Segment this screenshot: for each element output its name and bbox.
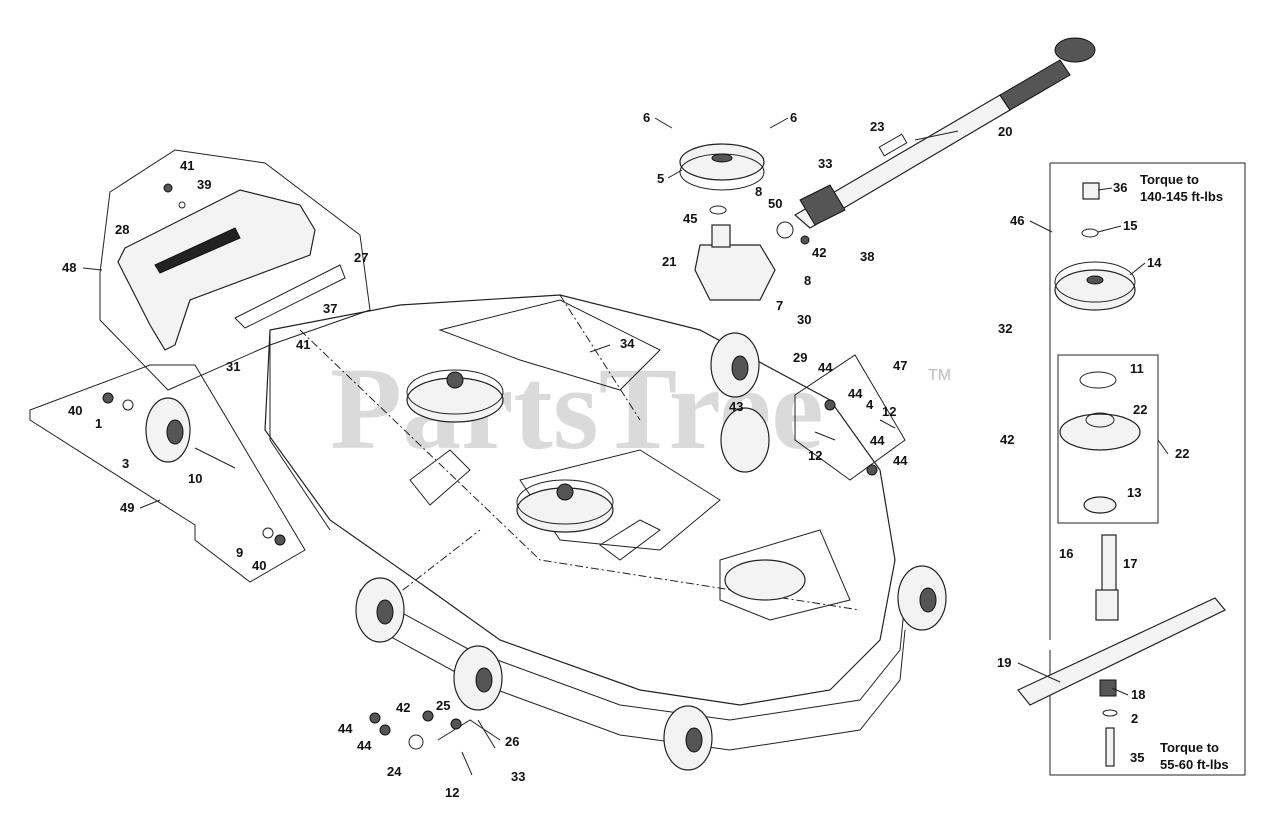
callout-label: 46	[1010, 213, 1024, 228]
callout-label: 14	[1147, 255, 1162, 270]
gauge-wheel-kit	[29, 364, 306, 583]
callout-label: 44	[870, 433, 885, 448]
wheel-right	[897, 565, 947, 631]
callout-label: 12	[808, 448, 822, 463]
wheel-rear-mid	[663, 705, 713, 771]
callout-label: 1	[95, 416, 102, 431]
callout-label: 42	[1000, 432, 1014, 447]
callout-label: 47	[893, 358, 907, 373]
callout-label: 40	[252, 558, 266, 573]
callout-label: 22	[1133, 402, 1147, 417]
callout-label: 44	[357, 738, 372, 753]
callout-label: 37	[323, 301, 337, 316]
callout-label: 29	[793, 350, 807, 365]
callout-label: 13	[1127, 485, 1141, 500]
torque-note-top-line2: 140-145 ft-lbs	[1140, 189, 1223, 204]
callout-label: 6	[643, 110, 650, 125]
callout-label: 7	[776, 298, 783, 313]
wheel-front-mid	[453, 645, 503, 711]
spindle-assembly-panel	[1017, 162, 1246, 776]
callout-label: 44	[848, 386, 863, 401]
callout-leaders	[82, 117, 1169, 696]
fastener-kit-box	[794, 354, 906, 481]
callout-labels: 6 6 5 8 45 50 33 23 20 21 42 38 8 7 30 4…	[62, 110, 1189, 800]
gearbox-assembly	[679, 37, 1096, 301]
callout-label: 8	[804, 273, 811, 288]
wheel-top	[710, 332, 760, 398]
callout-label: 12	[445, 785, 459, 800]
trademark-mark: TM	[928, 367, 951, 384]
callout-label: 31	[226, 359, 240, 374]
callout-label: 5	[657, 171, 664, 186]
callout-label: 50	[768, 196, 782, 211]
callout-label: 34	[620, 336, 635, 351]
callout-label: 32	[998, 321, 1012, 336]
callout-label: 21	[662, 254, 676, 269]
callout-label: 10	[188, 471, 202, 486]
callout-label: 12	[882, 404, 896, 419]
callout-label: 11	[1130, 361, 1144, 376]
callout-label: 4	[866, 397, 874, 412]
callout-label: 16	[1059, 546, 1073, 561]
callout-label: 42	[812, 245, 826, 260]
torque-note-bottom-line1: Torque to	[1160, 740, 1219, 755]
wheel-rear-right	[720, 407, 770, 473]
callout-label: 33	[511, 769, 525, 784]
callout-label: 45	[683, 211, 697, 226]
torque-note-top-line1: Torque to	[1140, 172, 1199, 187]
callout-label: 15	[1123, 218, 1137, 233]
callout-label: 48	[62, 260, 76, 275]
callout-label: 33	[818, 156, 832, 171]
callout-label: 30	[797, 312, 811, 327]
callout-label: 44	[893, 453, 908, 468]
callout-label: 40	[68, 403, 82, 418]
callout-label: 17	[1123, 556, 1137, 571]
lift-hardware	[369, 710, 501, 776]
callout-label: 2	[1131, 711, 1138, 726]
callout-label: 41	[180, 158, 194, 173]
belt-cover-assembly	[99, 149, 371, 391]
callout-label: 26	[505, 734, 519, 749]
callout-label: 19	[997, 655, 1011, 670]
torque-note-bottom-line2: 55-60 ft-lbs	[1160, 757, 1229, 772]
callout-label: 39	[197, 177, 211, 192]
callout-label: 3	[122, 456, 129, 471]
callout-label: 49	[120, 500, 134, 515]
callout-label: 22	[1175, 446, 1189, 461]
callout-label: 42	[396, 700, 410, 715]
callout-label: 18	[1131, 687, 1145, 702]
callout-label: 35	[1130, 750, 1144, 765]
callout-label: 6	[790, 110, 797, 125]
callout-label: 43	[729, 399, 743, 414]
callout-label: 36	[1113, 180, 1127, 195]
callout-label: 9	[236, 545, 243, 560]
torque-notes: Torque to 140-145 ft-lbs Torque to 55-60…	[1140, 172, 1229, 772]
callout-label: 25	[436, 698, 450, 713]
callout-label: 44	[818, 360, 833, 375]
callout-label: 24	[387, 764, 402, 779]
callout-label: 20	[998, 124, 1012, 139]
callout-label: 38	[860, 249, 874, 264]
callout-label: 23	[870, 119, 884, 134]
gauge-wheels	[355, 332, 947, 771]
callout-label: 44	[338, 721, 353, 736]
wheel-front-left	[355, 577, 405, 643]
callout-label: 28	[115, 222, 129, 237]
callout-label: 41	[296, 337, 310, 352]
callout-label: 8	[755, 184, 762, 199]
callout-label: 27	[354, 250, 368, 265]
